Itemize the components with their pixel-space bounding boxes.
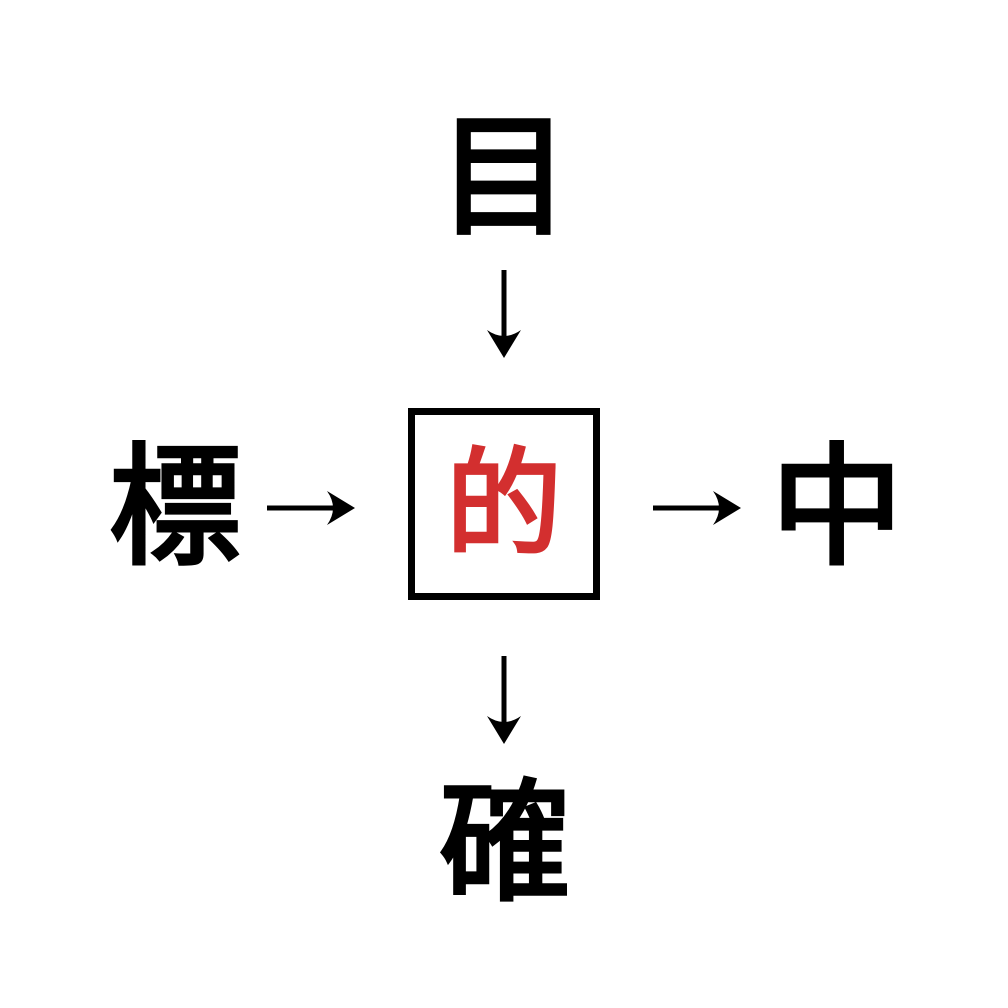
arrow-left-to-center-icon (265, 486, 357, 530)
kanji-center-answer: 的 (446, 439, 562, 569)
arrow-top-to-center-icon (482, 268, 526, 360)
center-answer-box: 的 (408, 408, 600, 600)
kanji-top: 目 (438, 104, 570, 251)
arrow-center-to-bottom-icon (482, 654, 526, 746)
arrow-center-to-right-icon (651, 486, 743, 530)
kanji-bottom: 確 (439, 770, 571, 917)
kanji-right: 中 (771, 434, 903, 581)
kanji-left: 標 (109, 434, 241, 581)
